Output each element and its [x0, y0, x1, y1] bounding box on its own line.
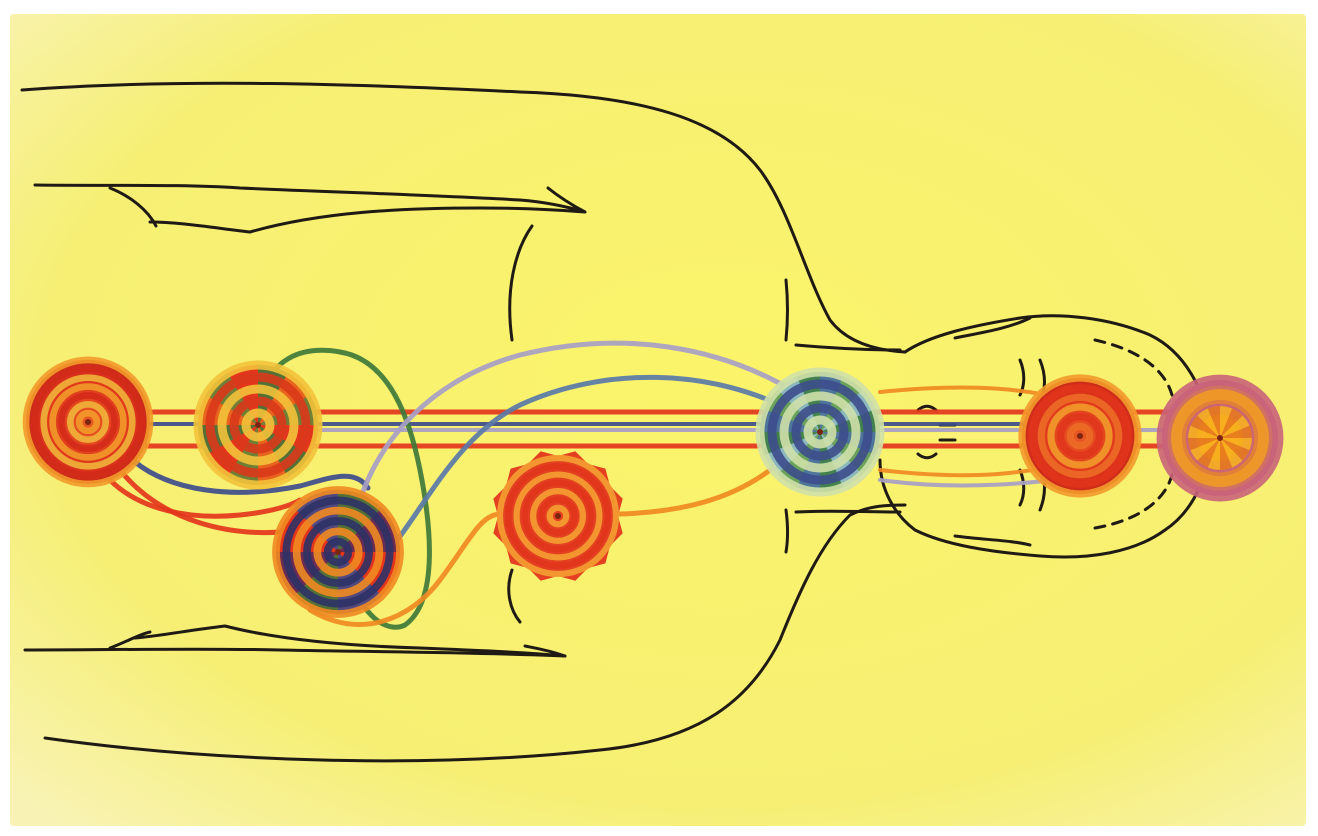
collar-lower: [796, 511, 900, 512]
heart-center: [493, 451, 622, 580]
brow-center: [1022, 378, 1138, 494]
neck-line-lower: [786, 510, 788, 552]
center-dot: [1217, 435, 1223, 441]
center-dot: [335, 549, 341, 555]
neck-line-upper: [786, 280, 788, 340]
center-dot: [1077, 433, 1083, 439]
root-center: [26, 360, 150, 484]
center-dot: [555, 513, 561, 519]
solar-center: [276, 490, 400, 614]
sacral-center: [198, 365, 318, 485]
throat-center: [760, 372, 880, 492]
center-dot: [85, 419, 91, 425]
crown-center: [1162, 380, 1278, 496]
center-dot: [255, 422, 261, 428]
center-dot: [817, 429, 823, 435]
